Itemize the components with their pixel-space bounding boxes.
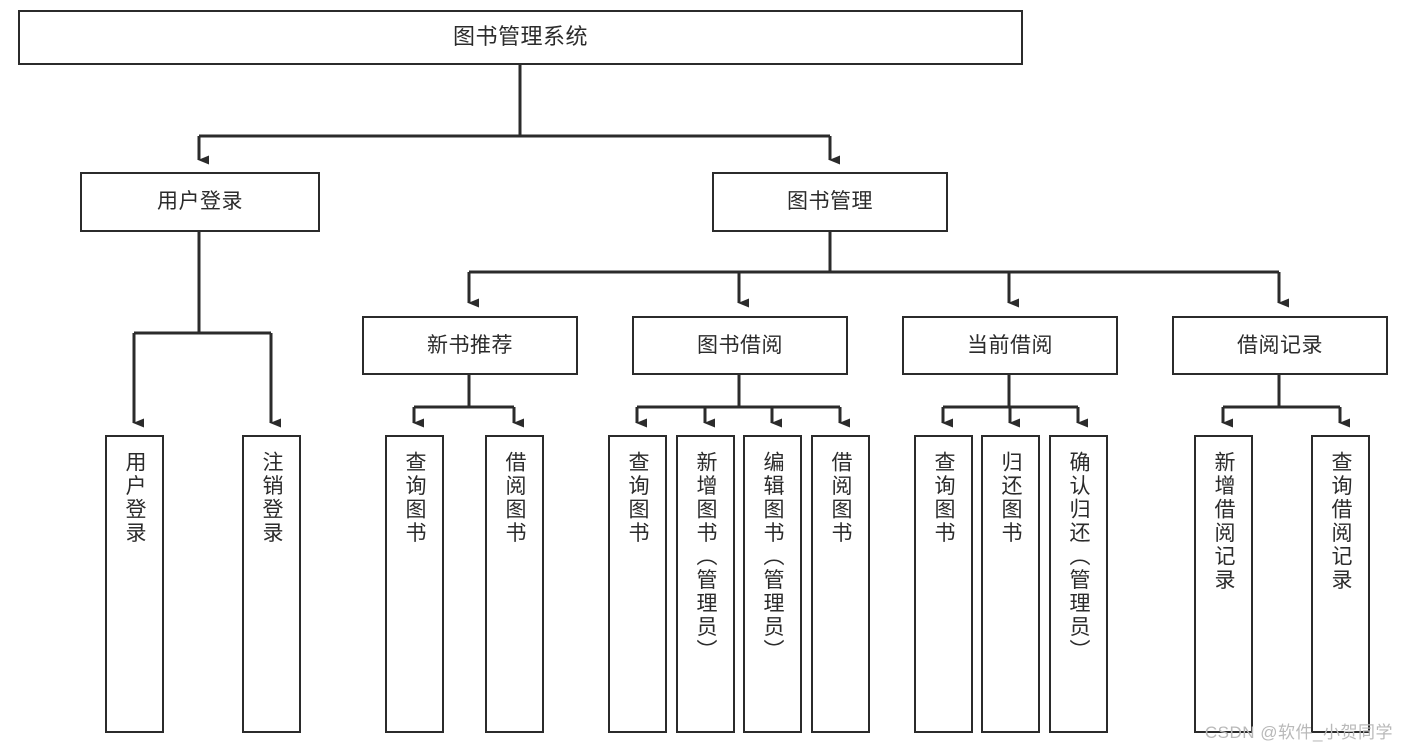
node-label: 新书推荐 — [427, 333, 513, 357]
leaf-current-borrow-confirm-return[interactable]: 确认归还（管理员） — [1049, 435, 1108, 733]
node-label: 图书借阅 — [697, 333, 783, 357]
node-root-system[interactable]: 图书管理系统 — [18, 10, 1023, 65]
node-current-borrow[interactable]: 当前借阅 — [902, 316, 1118, 375]
node-borrow-record[interactable]: 借阅记录 — [1172, 316, 1388, 375]
node-label: 用户登录 — [157, 190, 243, 214]
leaf-new-book-borrow[interactable]: 借阅图书 — [485, 435, 544, 733]
node-label: 注销登录 — [260, 451, 283, 545]
node-user-login[interactable]: 用户登录 — [80, 172, 320, 232]
node-label: 图书管理系统 — [452, 24, 588, 50]
node-label: 确认归还（管理员） — [1067, 451, 1090, 663]
node-label: 借阅图书 — [503, 451, 526, 545]
node-label: 当前借阅 — [967, 333, 1053, 357]
node-label: 借阅图书 — [829, 451, 852, 545]
node-label: 编辑图书（管理员） — [761, 451, 784, 663]
node-label: 新增图书（管理员） — [694, 451, 717, 663]
node-label: 新增借阅记录 — [1212, 451, 1235, 592]
leaf-book-borrow-query[interactable]: 查询图书 — [608, 435, 667, 733]
leaf-user-login-logout[interactable]: 注销登录 — [242, 435, 301, 733]
node-label: 归还图书 — [999, 451, 1022, 545]
node-label: 查询图书 — [626, 451, 649, 545]
node-new-book-recommend[interactable]: 新书推荐 — [362, 316, 578, 375]
leaf-current-borrow-query[interactable]: 查询图书 — [914, 435, 973, 733]
leaf-current-borrow-return[interactable]: 归还图书 — [981, 435, 1040, 733]
node-book-borrow[interactable]: 图书借阅 — [632, 316, 848, 375]
node-label: 查询借阅记录 — [1329, 451, 1352, 592]
node-label: 用户登录 — [123, 451, 146, 545]
node-label: 图书管理 — [787, 190, 873, 214]
node-label: 查询图书 — [403, 451, 426, 545]
leaf-new-book-query[interactable]: 查询图书 — [385, 435, 444, 733]
leaf-borrow-record-add[interactable]: 新增借阅记录 — [1194, 435, 1253, 733]
node-label: 借阅记录 — [1237, 333, 1323, 357]
leaf-book-borrow-edit[interactable]: 编辑图书（管理员） — [743, 435, 802, 733]
leaf-book-borrow-add[interactable]: 新增图书（管理员） — [676, 435, 735, 733]
node-book-management[interactable]: 图书管理 — [712, 172, 948, 232]
leaf-user-login-login[interactable]: 用户登录 — [105, 435, 164, 733]
leaf-book-borrow-borrow[interactable]: 借阅图书 — [811, 435, 870, 733]
leaf-borrow-record-query[interactable]: 查询借阅记录 — [1311, 435, 1370, 733]
node-label: 查询图书 — [932, 451, 955, 545]
